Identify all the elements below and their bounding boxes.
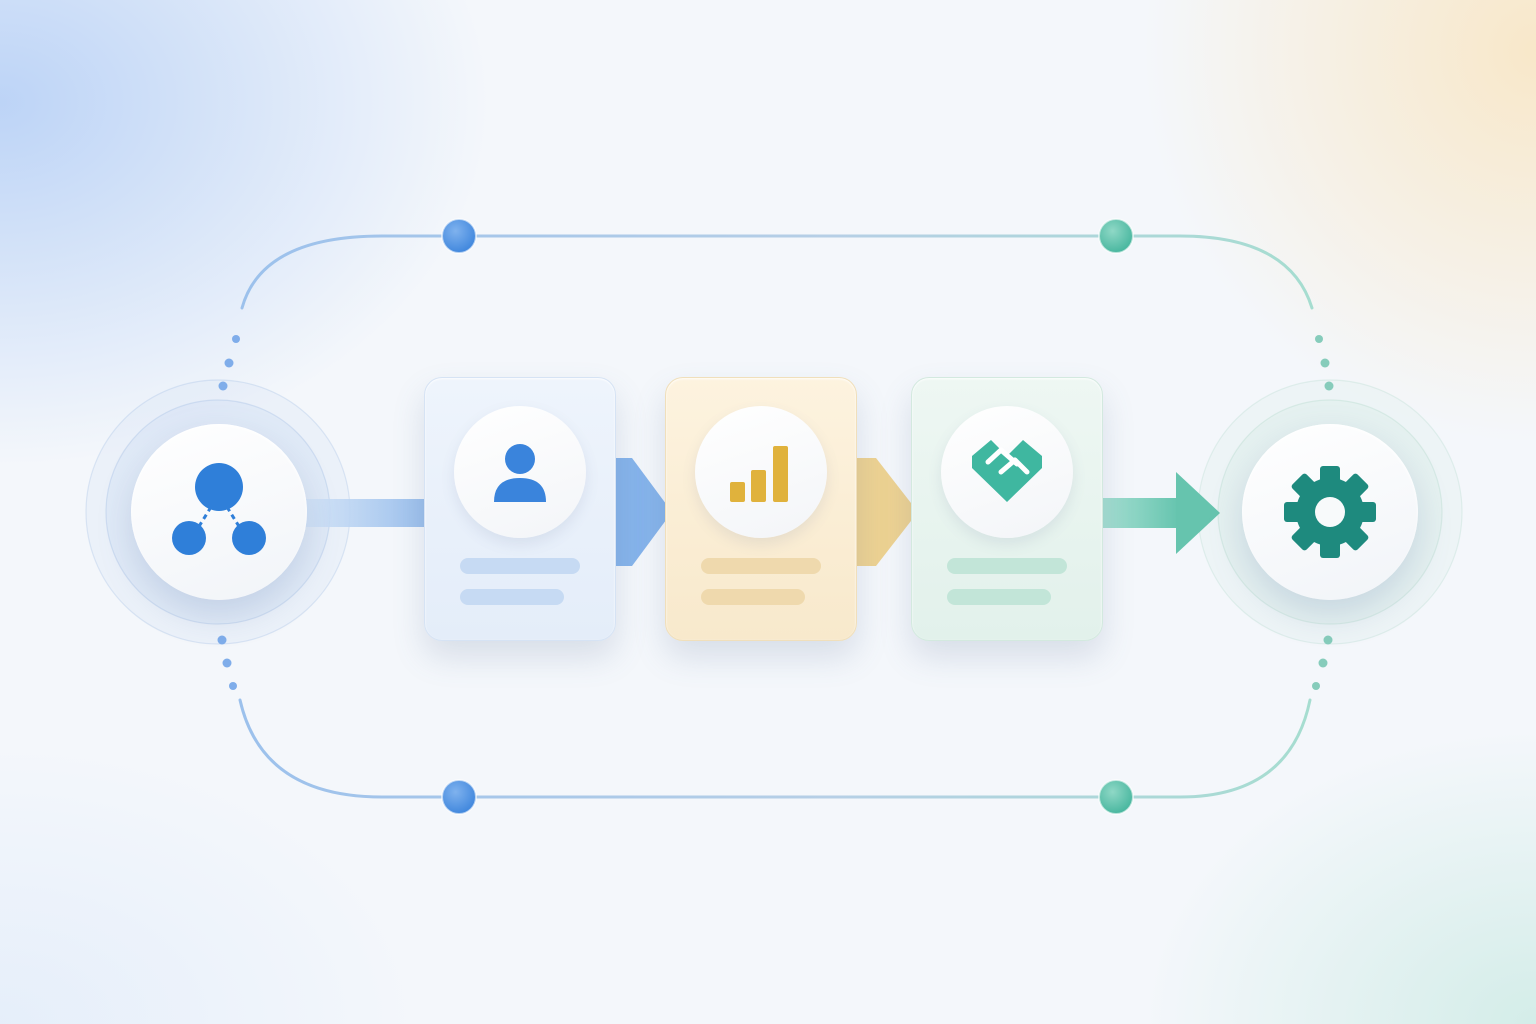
- gear-icon: [1284, 466, 1376, 558]
- loop-marker-bottom-left: [441, 779, 477, 815]
- loop-dots-left: [217, 335, 240, 690]
- loop-marker-top-left: [441, 218, 477, 254]
- handshake-icon: [972, 440, 1042, 502]
- arrow-step2-to-step3: [850, 458, 918, 566]
- loop-path-top: [240, 234, 1314, 310]
- step-card-chart[interactable]: [665, 377, 857, 641]
- text-placeholder-line: [701, 589, 805, 605]
- connector-start-to-step1: [300, 499, 430, 527]
- loop-dots-right: [1312, 335, 1334, 690]
- step-card-icon-container: [695, 406, 827, 538]
- text-placeholder-line: [701, 558, 821, 574]
- text-placeholder-line: [460, 558, 580, 574]
- step-card-icon-container: [941, 406, 1073, 538]
- loop-path-bottom: [238, 698, 1312, 799]
- loop-marker-top-right: [1098, 218, 1134, 254]
- text-placeholder-line: [460, 589, 564, 605]
- step-card-handshake[interactable]: [911, 377, 1103, 641]
- user-icon: [494, 444, 546, 502]
- text-placeholder-line: [947, 558, 1067, 574]
- bar-chart-icon: [730, 446, 788, 502]
- loop-marker-bottom-right: [1098, 779, 1134, 815]
- arrow-step3-to-end: [1100, 472, 1220, 554]
- end-node[interactable]: [1242, 424, 1418, 600]
- network-nodes-icon: [172, 463, 266, 555]
- start-node[interactable]: [131, 424, 307, 600]
- arrow-step1-to-step2: [608, 458, 672, 566]
- step-card-icon-container: [454, 406, 586, 538]
- text-placeholder-line: [947, 589, 1051, 605]
- step-card-user[interactable]: [424, 377, 616, 641]
